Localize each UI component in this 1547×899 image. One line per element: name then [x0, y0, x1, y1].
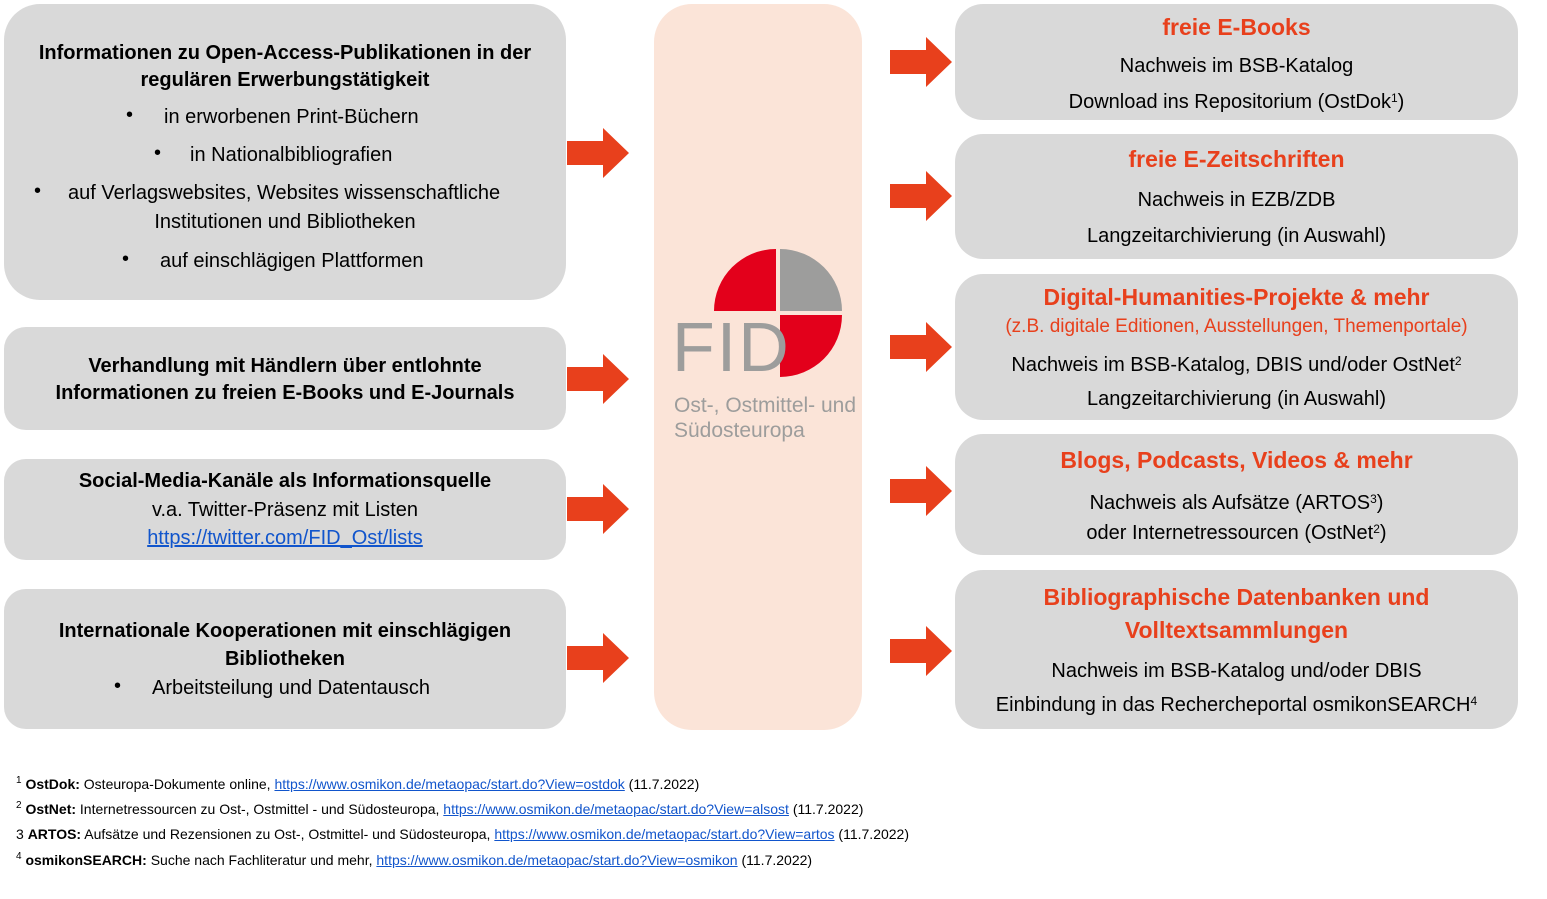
dh-line2: Langzeitarchivierung (in Auswahl)	[1086, 388, 1387, 410]
twitter-lists-link[interactable]: https://twitter.com/FID_Ost/lists	[147, 527, 423, 549]
footnote-1: 1 OstDok: Osteuropa-Dokumente online, ht…	[16, 775, 700, 793]
bullet-dot: •	[122, 248, 130, 270]
arrow-right-icon	[890, 171, 952, 221]
blogs-box: Blogs, Podcasts, Videos & mehr Nachweis …	[955, 434, 1518, 555]
footnote-2: 2 OstNet: Internetressourcen zu Ost-, Os…	[16, 800, 864, 818]
biblio-line1: Nachweis im BSB-Katalog und/oder DBIS	[1051, 660, 1422, 682]
arrow-right-icon	[890, 466, 952, 516]
oa-bullet-3-cont: Institutionen und Bibliotheken	[154, 211, 416, 233]
dh-sub: (z.B. digitale Editionen, Ausstellungen,…	[1005, 316, 1468, 337]
fid-logo-sub1: Ost-, Ostmittel- und	[674, 394, 857, 417]
arrow-right-icon	[890, 322, 952, 372]
footnote-link[interactable]: https://www.osmikon.de/metaopac/start.do…	[376, 852, 738, 868]
ebooks-line1: Nachweis im BSB-Katalog	[1119, 55, 1354, 77]
oa-bullet-3: auf Verlagswebsites, Websites wissenscha…	[68, 182, 501, 204]
ebooks-heading: freie E-Books	[1162, 14, 1311, 40]
dh-line1: Nachweis im BSB-Katalog, DBIS und/oder O…	[1011, 354, 1462, 376]
oa-bullet-4: auf einschlägigen Plattformen	[160, 250, 424, 272]
arrow-right-icon	[567, 354, 629, 404]
fid-logo-sub2: Südosteuropa	[674, 419, 805, 442]
footnote-3: 3 ARTOS: Aufsätze und Rezensionen zu Ost…	[16, 826, 910, 842]
dh-box: Digital-Humanities-Projekte & mehr (z.B.…	[955, 274, 1518, 420]
footnote-4: 4 osmikonSEARCH: Suche nach Fachliteratu…	[16, 851, 813, 869]
dh-heading: Digital-Humanities-Projekte & mehr	[1043, 284, 1430, 310]
bullet-dot: •	[114, 675, 122, 697]
blogs-line1: Nachweis als Aufsätze (ARTOS3)	[1089, 492, 1384, 514]
blogs-heading: Blogs, Podcasts, Videos & mehr	[1060, 447, 1413, 473]
biblio-heading1: Bibliographische Datenbanken und	[1043, 584, 1430, 610]
ezeitschriften-box: freie E-Zeitschriften Nachweis in EZB/ZD…	[955, 134, 1518, 259]
haendler-box: Verhandlung mit Händlern über entlohnte …	[4, 327, 566, 430]
haendler-line1: Verhandlung mit Händlern über entlohnte	[88, 355, 482, 377]
koop-line2: Bibliotheken	[224, 648, 345, 670]
fid-logo-icon	[714, 249, 842, 377]
arrow-right-icon	[567, 128, 629, 178]
kooperation-box: Internationale Kooperationen mit einschl…	[4, 589, 566, 729]
footnote-link[interactable]: https://www.osmikon.de/metaopac/start.do…	[274, 776, 625, 792]
arrow-right-icon	[890, 626, 952, 676]
biblio-heading2: Volltextsammlungen	[1124, 617, 1349, 643]
social-title: Social-Media-Kanäle als Informationsquel…	[78, 470, 492, 492]
ebooks-line2: Download ins Repositorium (OstDok1)	[1068, 91, 1405, 113]
bullet-dot: •	[154, 142, 162, 164]
arrow-right-icon	[890, 37, 952, 87]
ebooks-box: freie E-Books Nachweis im BSB-Katalog Do…	[955, 4, 1518, 120]
oa-title-line2: regulären Erwerbungstätigkeit	[140, 69, 430, 91]
biblio-line2: Einbindung in das Rechercheportal osmiko…	[995, 694, 1478, 716]
bullet-dot: •	[34, 180, 42, 202]
blogs-line2: oder Internetressourcen (OstNet2)	[1086, 522, 1387, 544]
footnote-link[interactable]: https://www.osmikon.de/metaopac/start.do…	[494, 826, 835, 842]
arrow-right-icon	[567, 633, 629, 683]
social-line2: v.a. Twitter-Präsenz mit Listen	[151, 499, 418, 521]
koop-bullet: Arbeitsteilung und Datentausch	[152, 677, 430, 699]
oa-bullet-2: in Nationalbibliografien	[190, 144, 393, 166]
biblio-box: Bibliographische Datenbanken und Volltex…	[955, 570, 1518, 729]
footnote-link[interactable]: https://www.osmikon.de/metaopac/start.do…	[443, 801, 789, 817]
social-media-box: Social-Media-Kanäle als Informationsquel…	[4, 459, 566, 560]
ezs-heading: freie E-Zeitschriften	[1128, 146, 1345, 172]
oa-bullet-1: in erworbenen Print-Büchern	[164, 106, 419, 128]
koop-line1: Internationale Kooperationen mit einschl…	[58, 620, 512, 642]
ezs-line1: Nachweis in EZB/ZDB	[1137, 189, 1336, 211]
oa-title-line1: Informationen zu Open-Access-Publikation…	[38, 42, 532, 64]
arrow-right-icon	[567, 484, 629, 534]
ezs-line2: Langzeitarchivierung (in Auswahl)	[1086, 225, 1387, 247]
bullet-dot: •	[126, 104, 134, 126]
fid-center-panel: FID Ost-, Ostmittel- und Südosteuropa	[654, 4, 862, 730]
haendler-line2: Informationen zu freien E-Books und E-Jo…	[55, 382, 515, 404]
fid-logo-text: FID	[672, 308, 791, 386]
oa-info-box: Informationen zu Open-Access-Publikation…	[4, 4, 566, 300]
